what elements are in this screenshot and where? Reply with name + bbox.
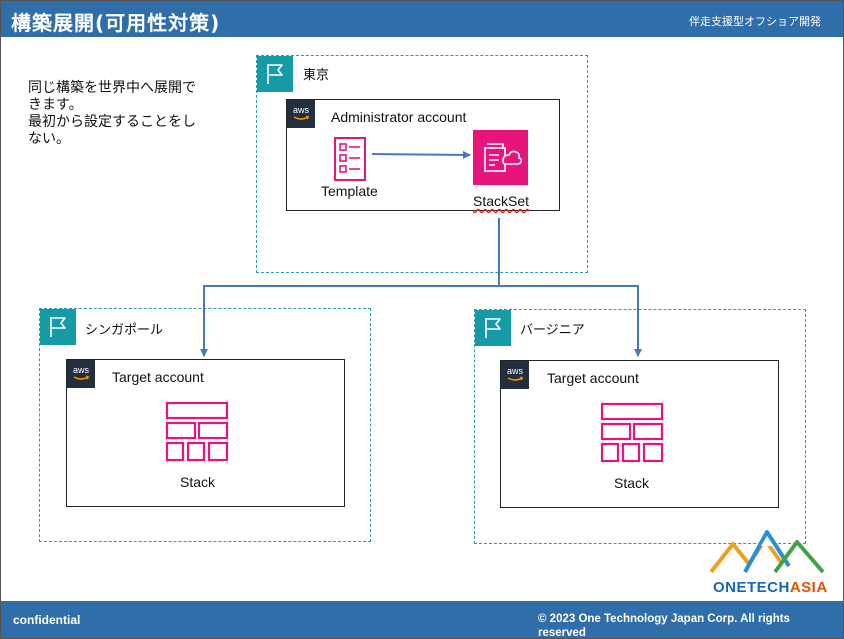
aws-badge-text: aws (507, 366, 524, 376)
footer-confidential: confidential (13, 613, 81, 627)
stack-icon (165, 400, 231, 466)
target-account-label: Target account (547, 370, 639, 386)
template-icon (331, 135, 371, 185)
description-text: 同じ構築を世界中へ展開で きます。 最初から設定することをし ない。 (28, 80, 228, 148)
arrow-to-singapore (200, 218, 500, 357)
description-line: 最初から設定することをし (28, 114, 196, 130)
aws-badge-text: aws (293, 105, 310, 115)
logo-text-asia: ASIA (789, 579, 828, 596)
description-line: きます。 (28, 97, 83, 113)
target-account-label: Target account (112, 369, 204, 385)
logo-text-onetech: ONETECH (713, 579, 790, 596)
aws-logo-icon: aws (501, 361, 529, 389)
aws-logo-icon: aws (67, 360, 95, 388)
aws-logo-icon: aws (287, 100, 315, 128)
description-line: ない。 (28, 131, 70, 147)
administrator-account-label: Administrator account (331, 109, 467, 125)
stack-label: Stack (614, 475, 650, 491)
region-label-tokyo: 東京 (303, 68, 330, 83)
stack-icon (600, 401, 666, 467)
region-label-singapore: シンガポール (85, 323, 164, 338)
flag-icon (475, 310, 511, 346)
target-account-box-singapore: aws Target account Stack (66, 359, 345, 507)
description-line: 同じ構築を世界中へ展開で (28, 80, 196, 96)
flag-icon (257, 56, 293, 92)
logo-text: ONETECHASIA (713, 579, 828, 596)
target-account-box-virginia: aws Target account Stack (500, 360, 779, 508)
template-label: Template (321, 183, 378, 199)
region-label-virginia: バージニア (520, 323, 585, 338)
page-title: 構築展開(可用性対策) (11, 11, 221, 35)
footer-bar: confidential © 2023 One Technology Japan… (1, 601, 843, 639)
stackset-label: StackSet (473, 193, 530, 209)
stack-label: Stack (180, 474, 216, 490)
stackset-icon (473, 130, 528, 185)
footer-copyright: © 2023 One Technology Japan Corp. All ri… (538, 613, 790, 639)
onetech-asia-logo: ONETECHASIA (705, 526, 833, 600)
header-bar: 構築展開(可用性対策) 伴走支援型オフショア開発 (1, 1, 843, 37)
header-subtitle: 伴走支援型オフショア開発 (689, 15, 821, 28)
arrow-to-virginia (499, 285, 642, 357)
aws-badge-text: aws (73, 365, 90, 375)
arrow-template-to-stackset (371, 150, 471, 159)
region-virginia: バージニア aws Target account Stack (474, 309, 806, 544)
region-singapore: シンガポール aws Target account Stack (39, 308, 371, 542)
flag-icon (40, 309, 76, 345)
